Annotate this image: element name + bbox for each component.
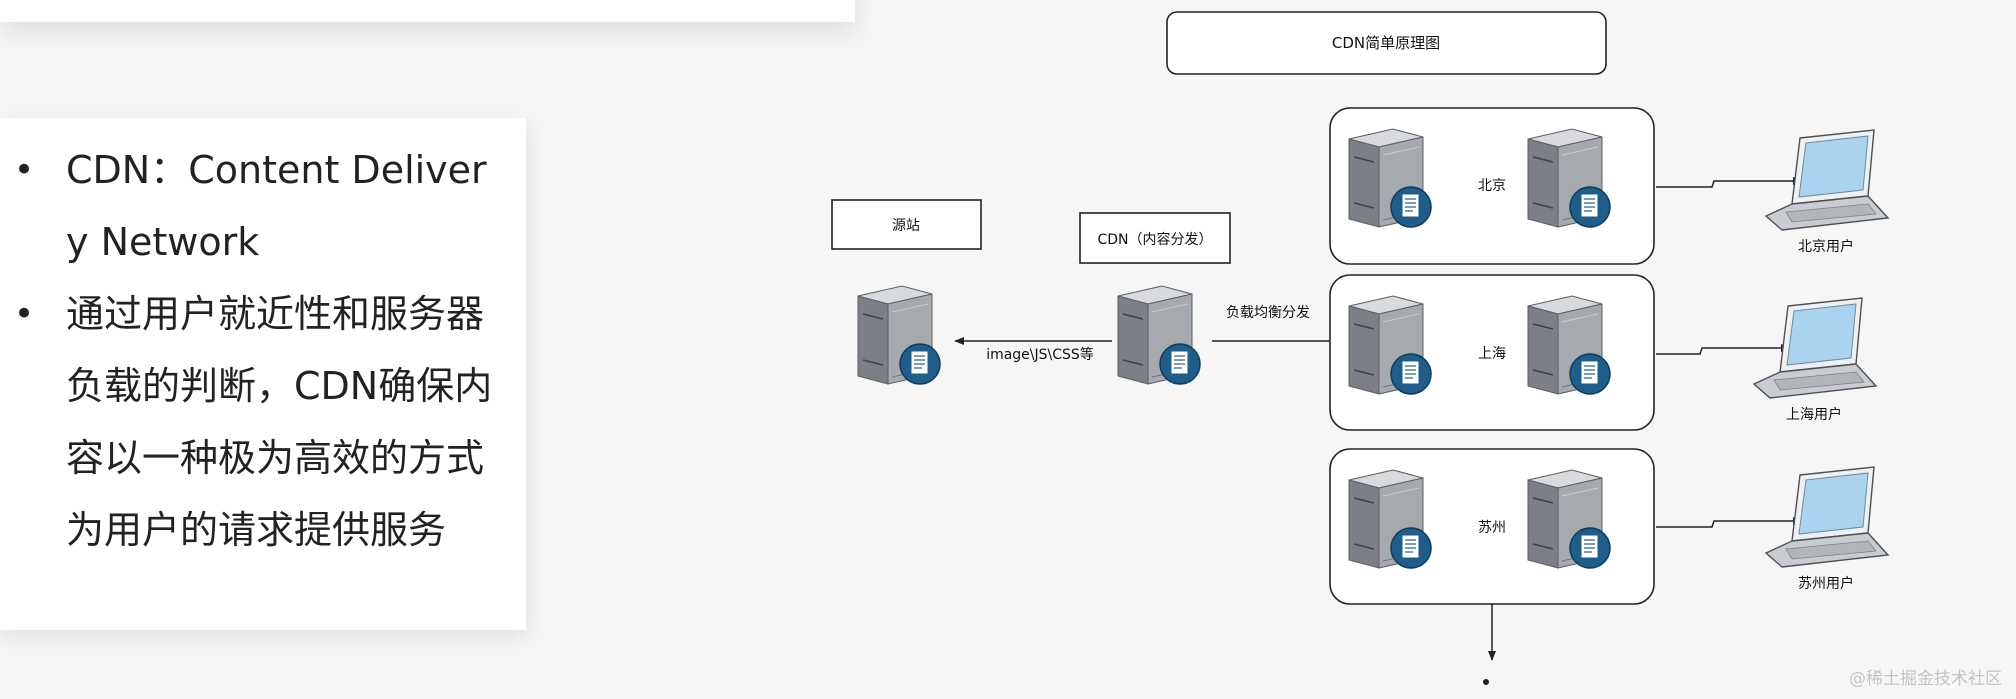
origin-link-label: image\JS\CSS等 [986,346,1094,363]
server-icon [1348,128,1432,228]
bullet-item-description: • 通过用户就近性和服务器负载的判断，CDN确保内容以一种极为高效的方式为用户的… [14,278,494,566]
cdn-label: CDN（内容分发） [1097,231,1212,248]
bullet-card: • CDN：Content Delivery Network • 通过用户就近性… [0,118,526,630]
beijing-user-arrow [1656,180,1774,188]
region-name-suzhou: 苏州 [1478,520,1506,536]
bullet-text-cdn: CDN：Content Delivery Network [66,148,487,264]
region-beijing: 北京 北京用户 [1329,107,1889,265]
region-suzhou: 苏州 苏州用户 [1329,448,1889,605]
server-icon [1348,469,1432,569]
title-box [1166,11,1607,75]
bullet-item-cdn: • CDN：Content Delivery Network [14,134,494,278]
top-card [0,0,855,22]
shanghai-user-arrow [1656,347,1762,355]
server-icon [1527,295,1611,395]
laptop-icon [1765,129,1889,231]
server-icon [1348,295,1432,395]
origin-server-icon [857,285,941,385]
region-shanghai: 上海 上海用户 [1329,274,1877,431]
bullet-dot-icon: • [14,150,35,190]
suzhou-user-arrow [1656,520,1774,528]
user-label-suzhou: 苏州用户 [1798,575,1854,592]
diagram-title: CDN简单原理图 [1332,34,1440,52]
cdn-label-box [1079,212,1231,264]
user-label-beijing: 北京用户 [1798,238,1854,255]
cdn-server-icon [1117,285,1201,385]
balance-label: 负载均衡分发 [1226,305,1310,321]
bullet-text-description: 通过用户就近性和服务器负载的判断，CDN确保内容以一种极为高效的方式为用户的请求… [66,292,493,552]
watermark: @稀土掘金技术社区 [1849,669,2002,689]
origin-label: 源站 [892,218,920,234]
region-name-shanghai: 上海 [1478,346,1506,362]
server-icon [1527,469,1611,569]
bullet-dot-icon: • [14,294,35,334]
user-label-shanghai: 上海用户 [1786,406,1842,423]
continuation-dot [1483,679,1489,685]
laptop-icon [1765,466,1889,568]
server-icon [1527,128,1611,228]
region-name-beijing: 北京 [1478,178,1506,194]
origin-label-box [831,199,982,250]
bullet-list: • CDN：Content Delivery Network • 通过用户就近性… [14,134,494,566]
